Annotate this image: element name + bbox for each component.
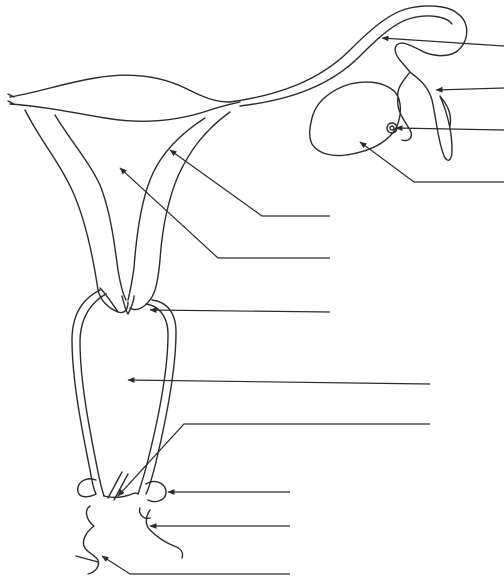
left-tube-stub xyxy=(8,94,14,104)
labia-right xyxy=(146,510,182,558)
uterine-cavity-left xyxy=(55,115,126,300)
uterus-fundus-outline xyxy=(10,75,230,102)
leader-line-5 xyxy=(170,150,330,216)
leader-line-12 xyxy=(102,556,290,574)
infundibulum xyxy=(395,14,467,98)
leader-line-1 xyxy=(382,38,504,46)
leader-line-6 xyxy=(120,168,330,258)
right-tube-outer xyxy=(230,6,458,102)
labia-left xyxy=(83,506,98,574)
uterus-right-wall xyxy=(130,112,230,310)
leader-line-9 xyxy=(118,424,430,496)
leader-line-8 xyxy=(128,380,430,384)
leader-line-4 xyxy=(360,142,504,182)
leader-line-2 xyxy=(436,88,504,90)
fimbriae xyxy=(410,72,452,160)
uterus-left-wall xyxy=(25,110,128,313)
vagina-right-inner xyxy=(138,304,168,494)
right-tube-inner xyxy=(240,16,452,106)
ovary-outline xyxy=(310,82,401,155)
vagina-left-inner xyxy=(80,294,106,496)
uterine-cavity-right xyxy=(128,118,205,300)
ovary-follicle-inner xyxy=(390,126,394,130)
leader-line-7 xyxy=(150,310,330,312)
